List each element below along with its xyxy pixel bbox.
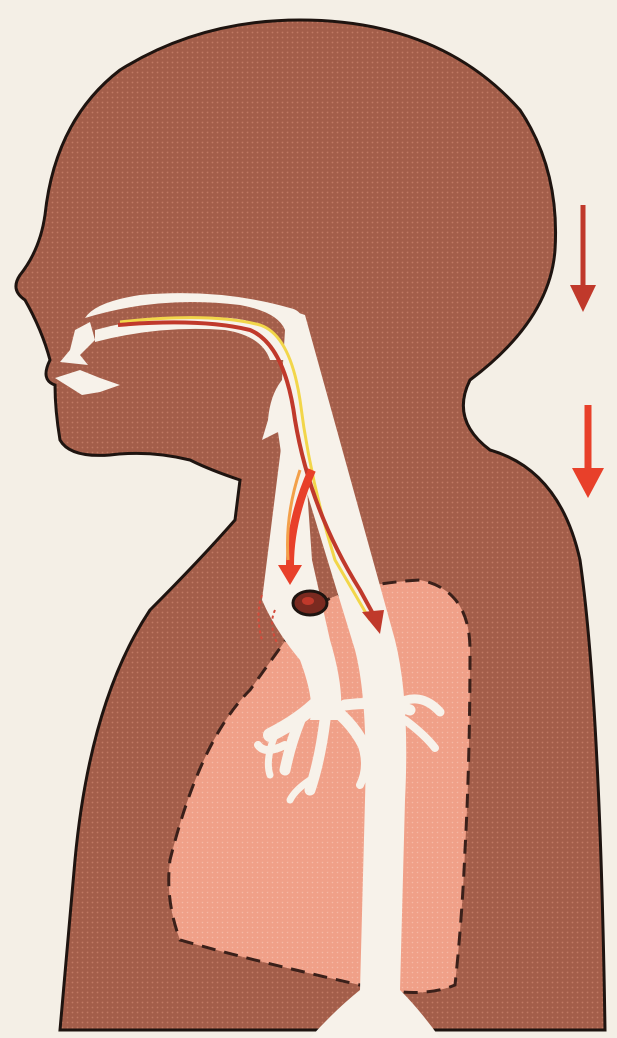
legend-arrow-dark-red bbox=[570, 205, 596, 312]
legend-arrow-red bbox=[572, 405, 604, 498]
foreign-body-highlight bbox=[302, 597, 314, 605]
